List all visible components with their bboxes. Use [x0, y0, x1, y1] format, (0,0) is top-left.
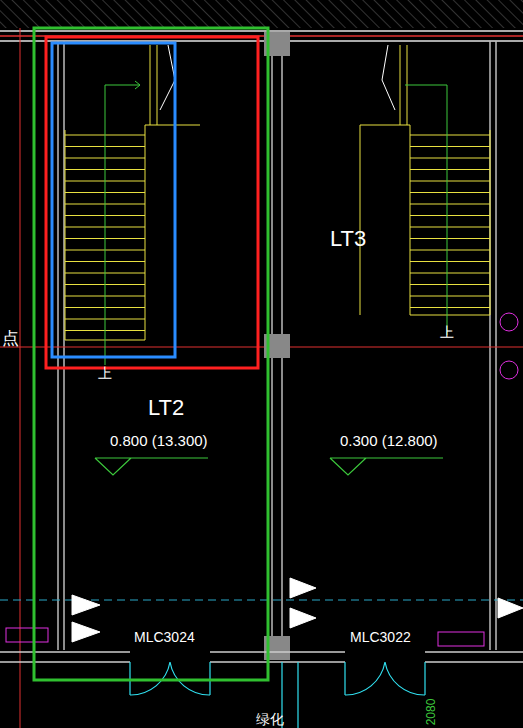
axis [20, 28, 21, 728]
stair-arrows [105, 81, 447, 365]
plan-label: MLC3024 [134, 630, 195, 644]
stairs [65, 45, 490, 340]
plan-label: 0.800 (13.300) [110, 433, 208, 448]
axis [0, 347, 523, 348]
plan-label: 0.300 (12.800) [340, 433, 438, 448]
bottom-wall [0, 652, 523, 662]
plan-label: MLC3022 [350, 630, 411, 644]
plan-label: 点 [2, 330, 19, 347]
walls [58, 41, 496, 650]
plan-label: LT3 [330, 228, 366, 250]
doors [130, 662, 425, 728]
magenta-symbols [6, 313, 518, 646]
plan-label: LT2 [148, 397, 184, 419]
green-outline [34, 28, 268, 680]
hatch [0, 0, 523, 28]
break-lines [160, 45, 395, 110]
plan-label: 绿化 [256, 712, 284, 726]
plan-label: 上 [440, 325, 454, 339]
red-outline [46, 37, 258, 368]
wall [0, 30, 523, 32]
plan-label: 2080 [425, 699, 437, 726]
blue-outline [52, 43, 175, 357]
plan-label: 上 [98, 366, 112, 380]
